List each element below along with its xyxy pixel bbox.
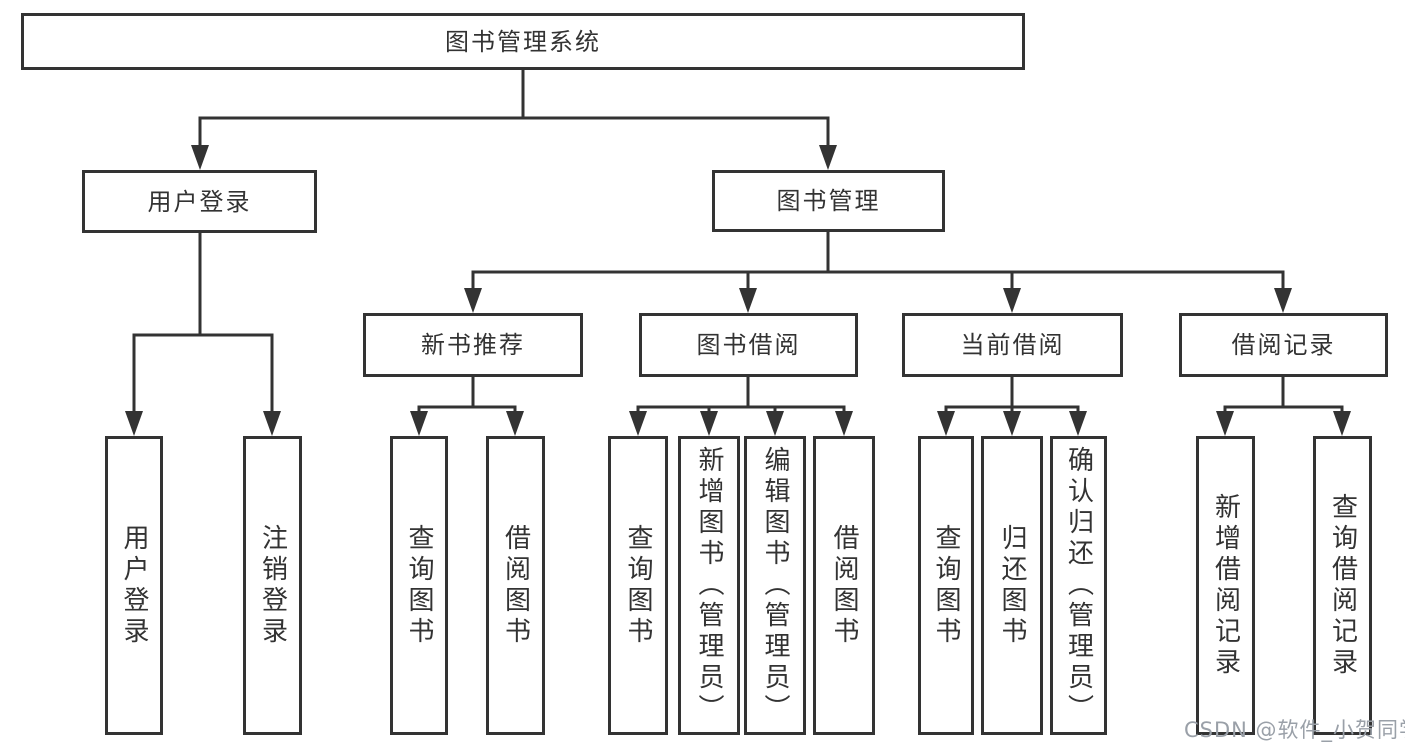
node-label: 当前借阅: [960, 331, 1065, 359]
leaf-label: 借阅图书: [500, 523, 531, 648]
leaf-query-borrow-record: 查询借阅记录: [1313, 436, 1372, 735]
edge-recommend-split: [417, 405, 517, 415]
leaf-add-book-admin: 新增图书（管理员）: [678, 436, 740, 735]
leaf-user-login: 用户登录: [105, 436, 163, 735]
node-label: 新书推荐: [421, 331, 525, 359]
leaf-label: 借阅图书: [829, 523, 859, 648]
leaf-label: 查询借阅记录: [1327, 492, 1358, 679]
edge-borrow-split: [636, 405, 846, 415]
arrowheads: [125, 145, 1351, 436]
leaf-borrow-books-borrow: 借阅图书: [813, 436, 875, 735]
leaf-label: 注销登录: [257, 523, 288, 648]
leaf-label: 查询图书: [404, 523, 434, 648]
node-book-borrow: 图书借阅: [639, 313, 858, 377]
node-label: 用户登录: [147, 187, 252, 216]
leaf-label: 用户登录: [119, 523, 149, 648]
edge-root-split: [198, 116, 830, 150]
node-label: 图书借阅: [696, 331, 801, 359]
edge-records-split: [1223, 405, 1344, 415]
leaf-label: 归还图书: [997, 523, 1027, 648]
leaf-label: 确认归还（管理员）: [1063, 446, 1094, 725]
node-label: 图书管理系统: [445, 27, 601, 56]
leaf-confirm-return-admin: 确认归还（管理员）: [1050, 436, 1107, 735]
edge-book-mgmt-split: [471, 270, 1285, 293]
leaf-return-books: 归还图书: [981, 436, 1043, 735]
leaf-query-books-current: 查询图书: [918, 436, 974, 735]
edge-user-login-split: [132, 333, 274, 415]
node-new-book-recommend: 新书推荐: [363, 313, 583, 377]
node-label: 图书管理: [776, 187, 881, 215]
node-label: 借阅记录: [1231, 331, 1336, 359]
leaf-query-books-borrow: 查询图书: [608, 436, 668, 735]
node-book-management: 图书管理: [712, 170, 945, 232]
node-user-login: 用户登录: [82, 170, 317, 233]
leaf-label: 查询图书: [931, 523, 961, 648]
leaf-edit-book-admin: 编辑图书（管理员）: [744, 436, 806, 735]
leaf-add-borrow-record: 新增借阅记录: [1196, 436, 1255, 735]
leaf-logout: 注销登录: [243, 436, 302, 735]
watermark-text: CSDN @软件_小贺同学: [1184, 718, 1405, 742]
node-current-borrow: 当前借阅: [902, 313, 1123, 377]
leaf-label: 新增借阅记录: [1210, 492, 1241, 679]
leaf-label: 新增图书（管理员）: [694, 446, 724, 725]
node-borrow-records: 借阅记录: [1179, 313, 1388, 377]
leaf-query-books-recommend: 查询图书: [390, 436, 448, 735]
leaf-label: 编辑图书（管理员）: [760, 446, 790, 725]
node-library-management-system: 图书管理系统: [21, 13, 1025, 70]
leaf-label: 查询图书: [623, 523, 653, 648]
leaf-borrow-books-recommend: 借阅图书: [486, 436, 545, 735]
